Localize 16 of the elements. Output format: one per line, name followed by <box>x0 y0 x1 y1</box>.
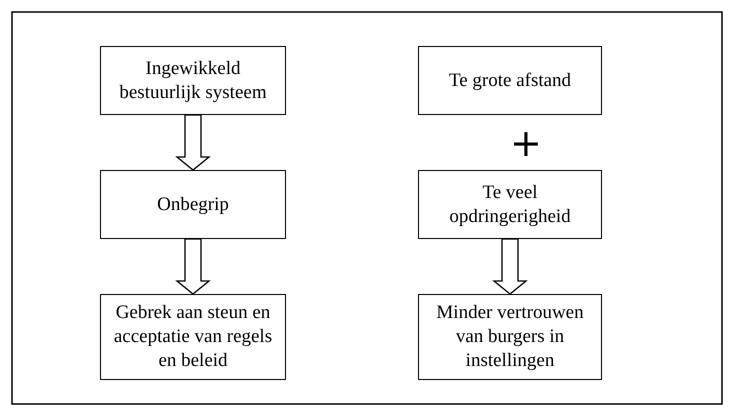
hollow-arrow <box>175 238 211 295</box>
process-box <box>418 294 602 380</box>
plus-sign: + <box>510 124 542 162</box>
box-text: Ingewikkeld bestuurlijk systeem <box>118 56 268 104</box>
box-text: Te grote afstand <box>448 68 572 92</box>
hollow-arrow <box>492 238 528 295</box>
process-box <box>418 170 602 239</box>
box-text: Te veel opdringerigheid <box>448 180 572 228</box>
process-box <box>418 46 602 115</box>
process-box <box>100 170 286 239</box>
box-text: Onbegrip <box>157 192 229 216</box>
process-box <box>100 294 286 380</box>
box-text: Minder vertrouwen van burgers in instellingen <box>435 301 585 373</box>
hollow-arrow <box>175 114 211 171</box>
box-text: Gebrek aan steun en acceptatie van regels en beleid <box>112 301 274 373</box>
process-box <box>100 46 286 115</box>
